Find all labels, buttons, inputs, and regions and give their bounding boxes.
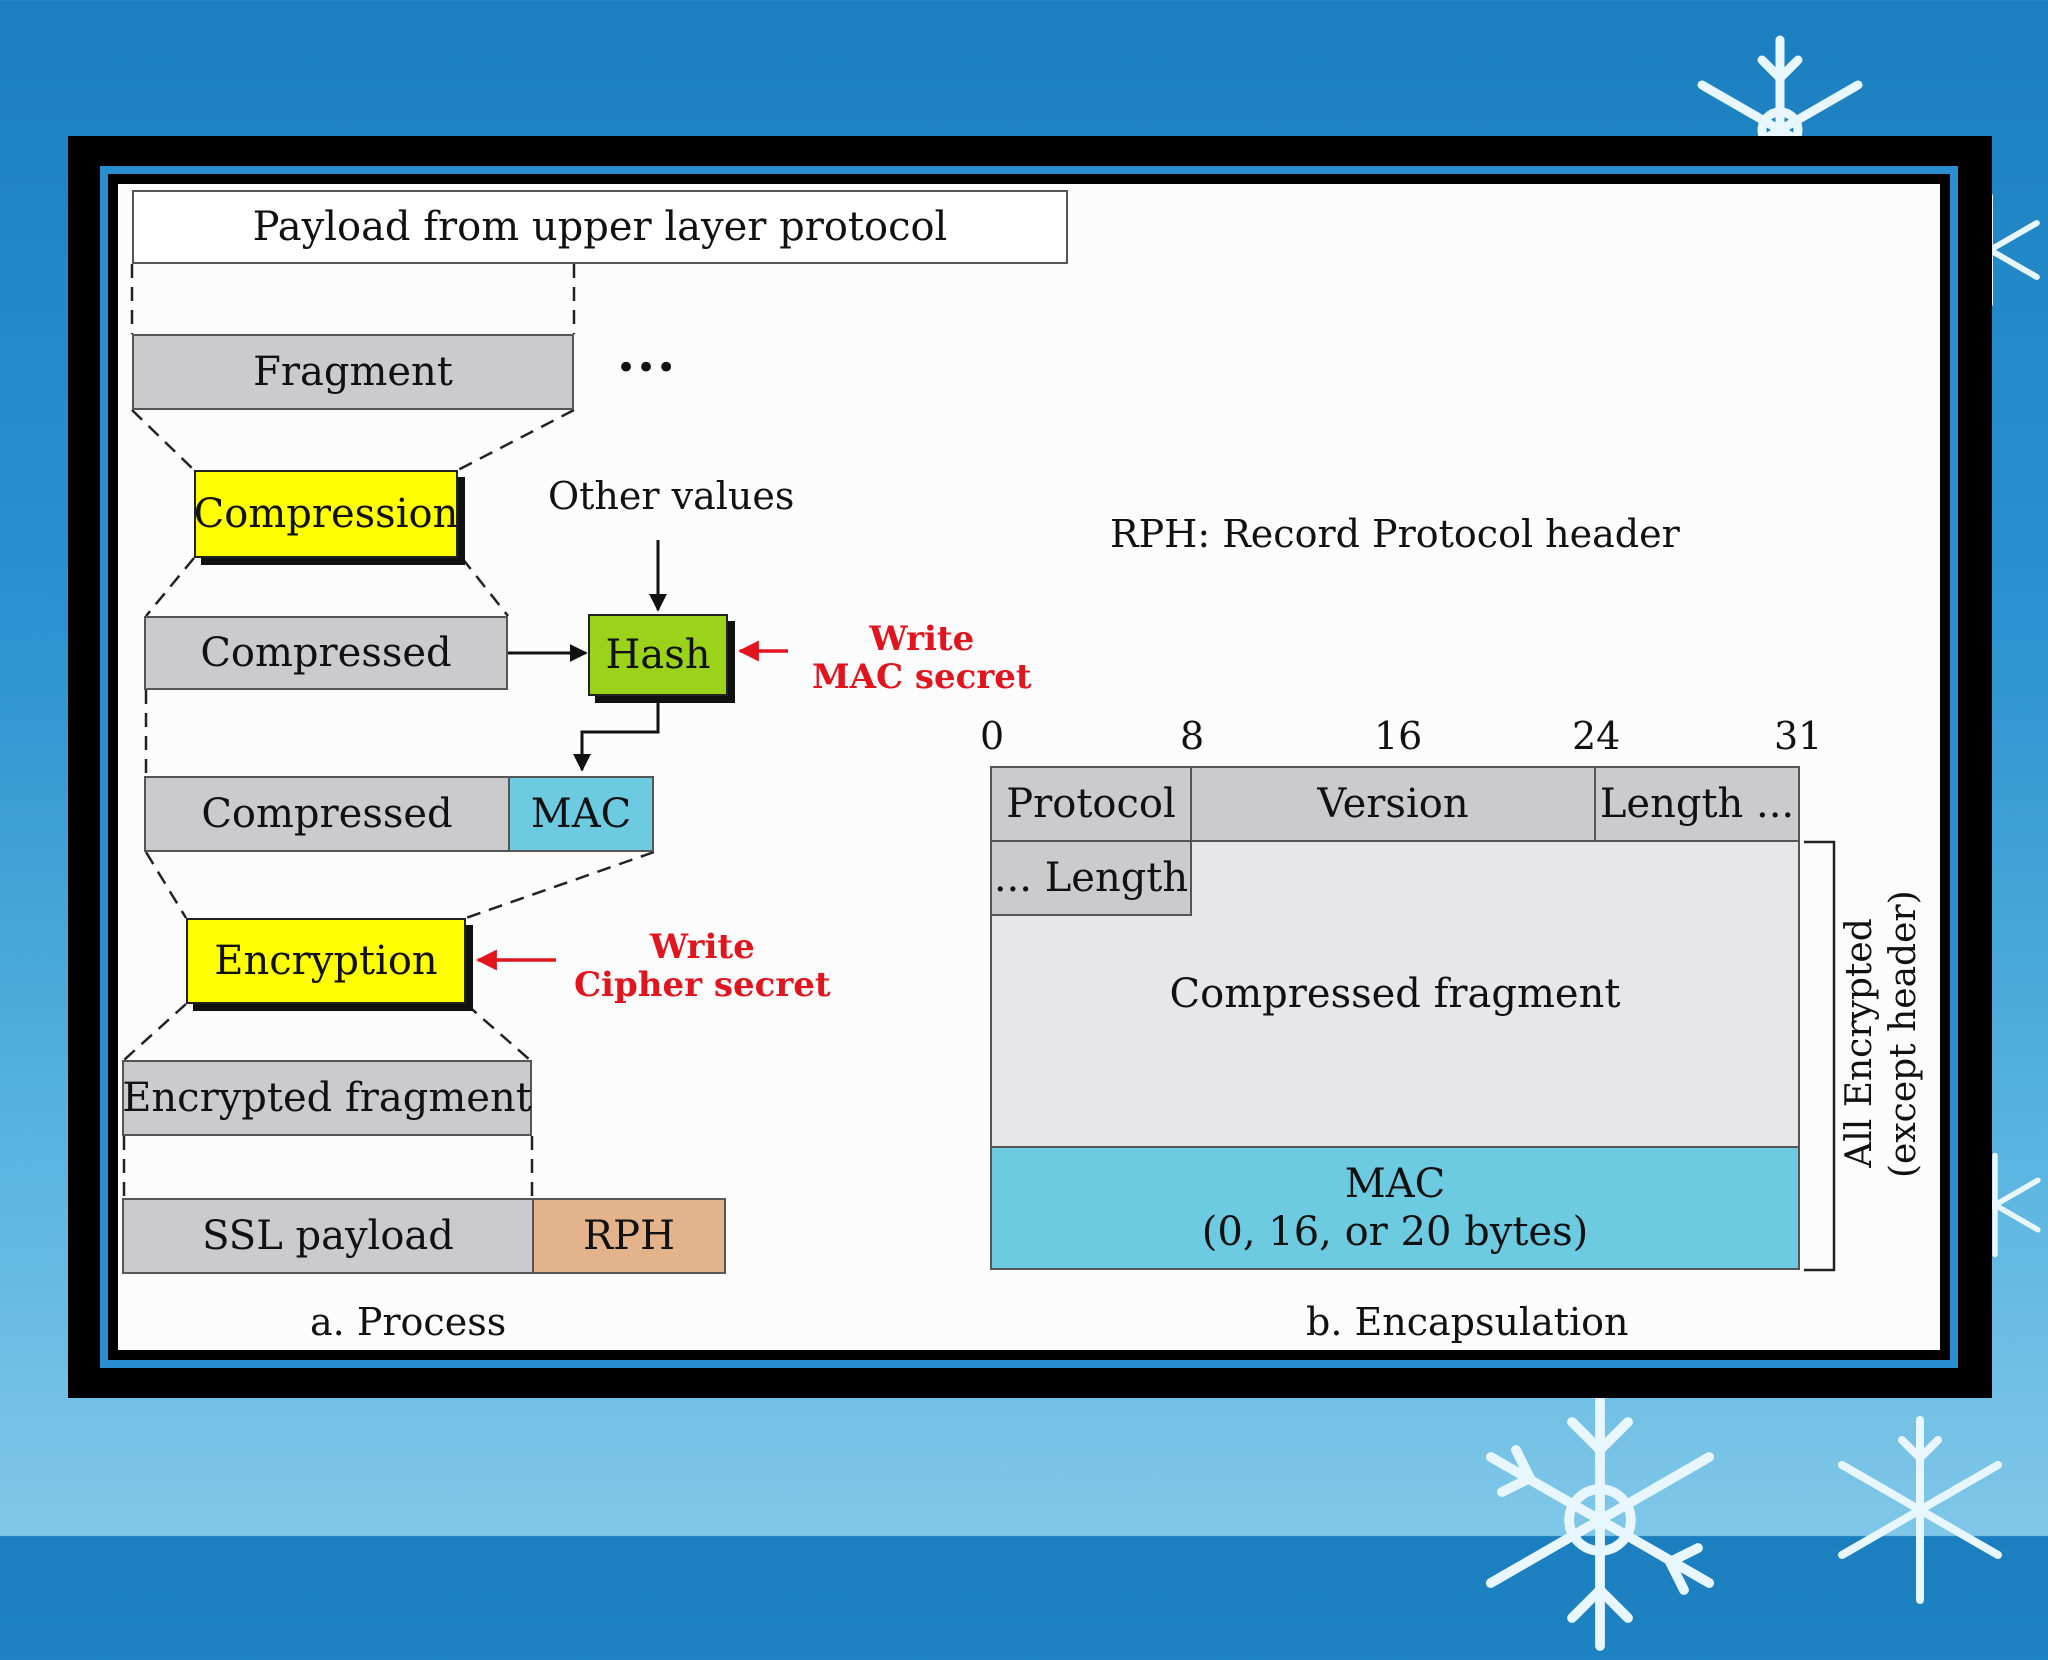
bit-label-8: 8 (1180, 714, 1205, 758)
encryption-box: Encryption (186, 918, 466, 1004)
protocol-field: Protocol (990, 766, 1192, 842)
mac-box: MAC (508, 776, 654, 852)
ssl-payload-box: SSL payload (122, 1198, 534, 1274)
compression-box: Compression (194, 470, 458, 558)
fragment-box: Fragment (132, 334, 574, 410)
rph-box: RPH (532, 1198, 726, 1274)
other-values-label: Other values (548, 474, 795, 518)
ellipsis-text: ••• (616, 348, 677, 388)
bit-label-0: 0 (980, 714, 1005, 758)
version-field: Version (1190, 766, 1596, 842)
mac-field-size: (0, 16, or 20 bytes) (1201, 1209, 1589, 1255)
mac-field: MAC (0, 16, or 20 bytes) (990, 1146, 1800, 1270)
all-encrypted-label: All Encrypted(except header) (1839, 890, 1924, 1178)
hash-box: Hash (588, 614, 728, 696)
mac-field-title: MAC (1344, 1161, 1446, 1207)
compressed-box: Compressed (144, 616, 508, 690)
payload-box: Payload from upper layer protocol (132, 190, 1068, 264)
encapsulation-caption: b. Encapsulation (1306, 1300, 1629, 1344)
encrypted-fragment-box: Encrypted fragment (122, 1060, 532, 1136)
length-start-field: Length ... (1594, 766, 1800, 842)
diagram-connectors (122, 264, 1836, 1272)
process-caption: a. Process (310, 1300, 507, 1344)
bit-label-31: 31 (1774, 714, 1823, 758)
bit-label-24: 24 (1572, 714, 1621, 758)
rph-legend: RPH: Record Protocol header (1110, 512, 1680, 556)
compressed-mac-box: Compressed (144, 776, 510, 852)
bit-label-16: 16 (1374, 714, 1423, 758)
length-end-field: ... Length (990, 840, 1192, 916)
